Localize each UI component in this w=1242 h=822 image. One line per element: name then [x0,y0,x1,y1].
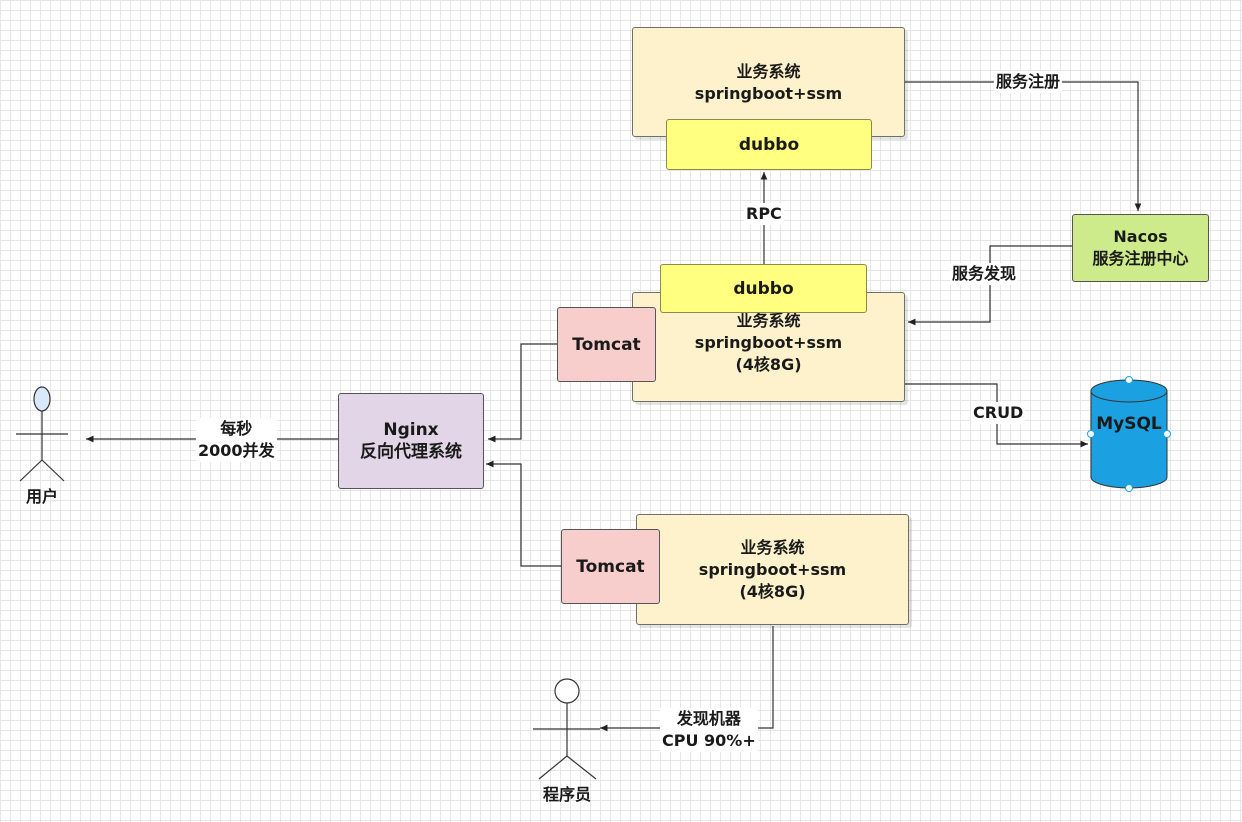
bottom-tomcat[interactable]: Tomcat [561,529,660,604]
alert-label: 发现机器 CPU 90%+ [660,708,758,752]
nginx-title: Nginx [383,420,439,440]
nginx-subtitle: 反向代理系统 [360,442,462,462]
nacos-subtitle: 服务注册中心 [1092,249,1189,268]
nacos-box[interactable]: Nacos 服务注册中心 [1072,214,1209,282]
top-system-title: 业务系统 [736,62,801,81]
mysql-label: MySQL [1096,414,1162,434]
bottom-tomcat-label: Tomcat [576,556,645,577]
top-system-stack: springboot+ssm [694,84,843,103]
top-business-system[interactable]: 业务系统 springboot+ssm [632,27,905,137]
mid-system-stack: springboot+ssm [694,333,843,352]
crud-label: CRUD [971,402,1026,424]
mid-dubbo[interactable]: dubbo [660,264,867,313]
rpc-label: RPC [744,203,784,225]
tomcat-nginx-edge [488,343,557,443]
user-label: 用户 [25,487,58,506]
register-edge [905,81,1142,211]
top-dubbo-label: dubbo [738,134,800,155]
bottom-system-title: 业务系统 [740,537,805,557]
mid-system-title: 业务系统 [736,311,801,330]
nacos-title: Nacos [1113,227,1168,246]
qps-label-line2: 2000并发 [198,441,275,460]
mid-tomcat-label: Tomcat [572,334,641,355]
bottom-system-spec: (4核8G) [739,581,806,601]
register-label: 服务注册 [994,71,1063,93]
qps-label: 每秒 2000并发 [196,418,277,462]
bottom-system-stack: springboot+ssm [698,559,847,579]
alert-label-line2: CPU 90%+ [662,731,756,750]
tomcat-bottom-nginx-edge [486,460,561,567]
mid-system-spec: (4核8G) [735,355,802,374]
discover-label: 服务发现 [950,263,1019,285]
mysql-database-icon[interactable] [1087,376,1171,492]
qps-label-line1: 每秒 [220,419,253,438]
top-dubbo[interactable]: dubbo [666,119,872,170]
alert-label-line1: 发现机器 [676,709,741,728]
programmer-label: 程序员 [542,785,591,804]
bottom-business-system[interactable]: 业务系统 springboot+ssm (4核8G) [636,514,909,625]
mid-tomcat[interactable]: Tomcat [557,307,656,382]
nginx-box[interactable]: Nginx 反向代理系统 [338,393,484,489]
alert-edge [600,626,774,732]
mid-dubbo-label: dubbo [733,278,794,299]
